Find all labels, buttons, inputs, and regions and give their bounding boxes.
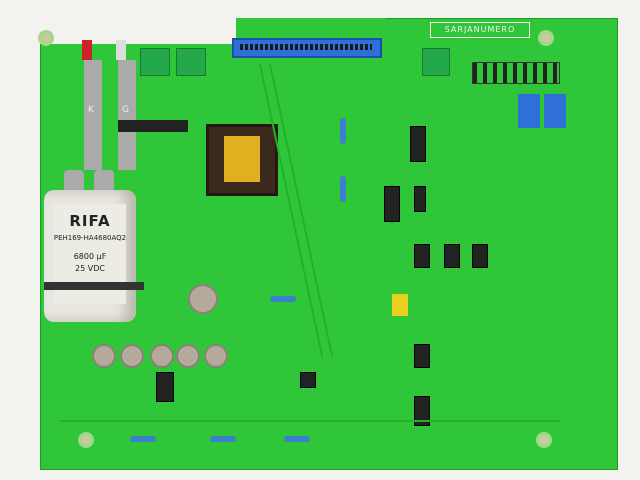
pin-header [472,62,560,84]
capacitor-can [120,344,144,368]
terminal-block [140,48,170,76]
cable-tie [44,282,144,290]
mounting-hole [38,30,54,46]
ic-chip [156,372,174,402]
capacitor-capacitance: 6800 µF [73,252,107,261]
ic-chip [300,372,316,388]
resistor [270,296,296,302]
pcb-trace [60,420,560,422]
capacitor-brand: RIFA [69,212,111,230]
ic-chip [414,186,426,212]
capacitor-voltage: 25 VDC [75,264,105,273]
film-capacitor [544,94,566,128]
film-capacitor [518,94,540,128]
capacitor-can [204,344,228,368]
busbar [84,60,102,170]
resistor [130,436,156,442]
red-terminal [82,40,92,60]
busbar [118,60,136,170]
resistor [340,176,346,202]
ic-chip [414,396,430,426]
resistor [340,118,346,144]
heatsink [118,120,188,132]
capacitor-can [150,344,174,368]
serial-number-label: SARJANUMERO [430,22,530,38]
mounting-hole [538,30,554,46]
terminal-label-g: G [122,105,130,115]
ic-chip [414,244,430,268]
capacitor-part-number: PEH169-HA4680AQ2 [53,234,127,242]
ic-chip [472,244,488,268]
terminal-label-k: K [88,105,95,115]
resistor [210,436,236,442]
terminal-block [176,48,206,76]
ic-chip [444,244,460,268]
capacitor-can [176,344,200,368]
ic-chip [414,344,430,368]
resistor [284,436,310,442]
circuit-board [40,18,618,470]
white-terminal [116,40,126,60]
transformer-coil [224,136,260,182]
yellow-capacitor [392,294,408,316]
terminal-block [422,48,450,76]
connector-pins [240,44,372,50]
electrolytic-capacitor: RIFA PEH169-HA4680AQ2 6800 µF 25 VDC [44,190,144,322]
mounting-hole [78,432,94,448]
mounting-hole [536,432,552,448]
capacitor-can [92,344,116,368]
trimmer-coil [188,284,218,314]
ic-chip [410,126,426,162]
ic-chip [384,186,400,222]
